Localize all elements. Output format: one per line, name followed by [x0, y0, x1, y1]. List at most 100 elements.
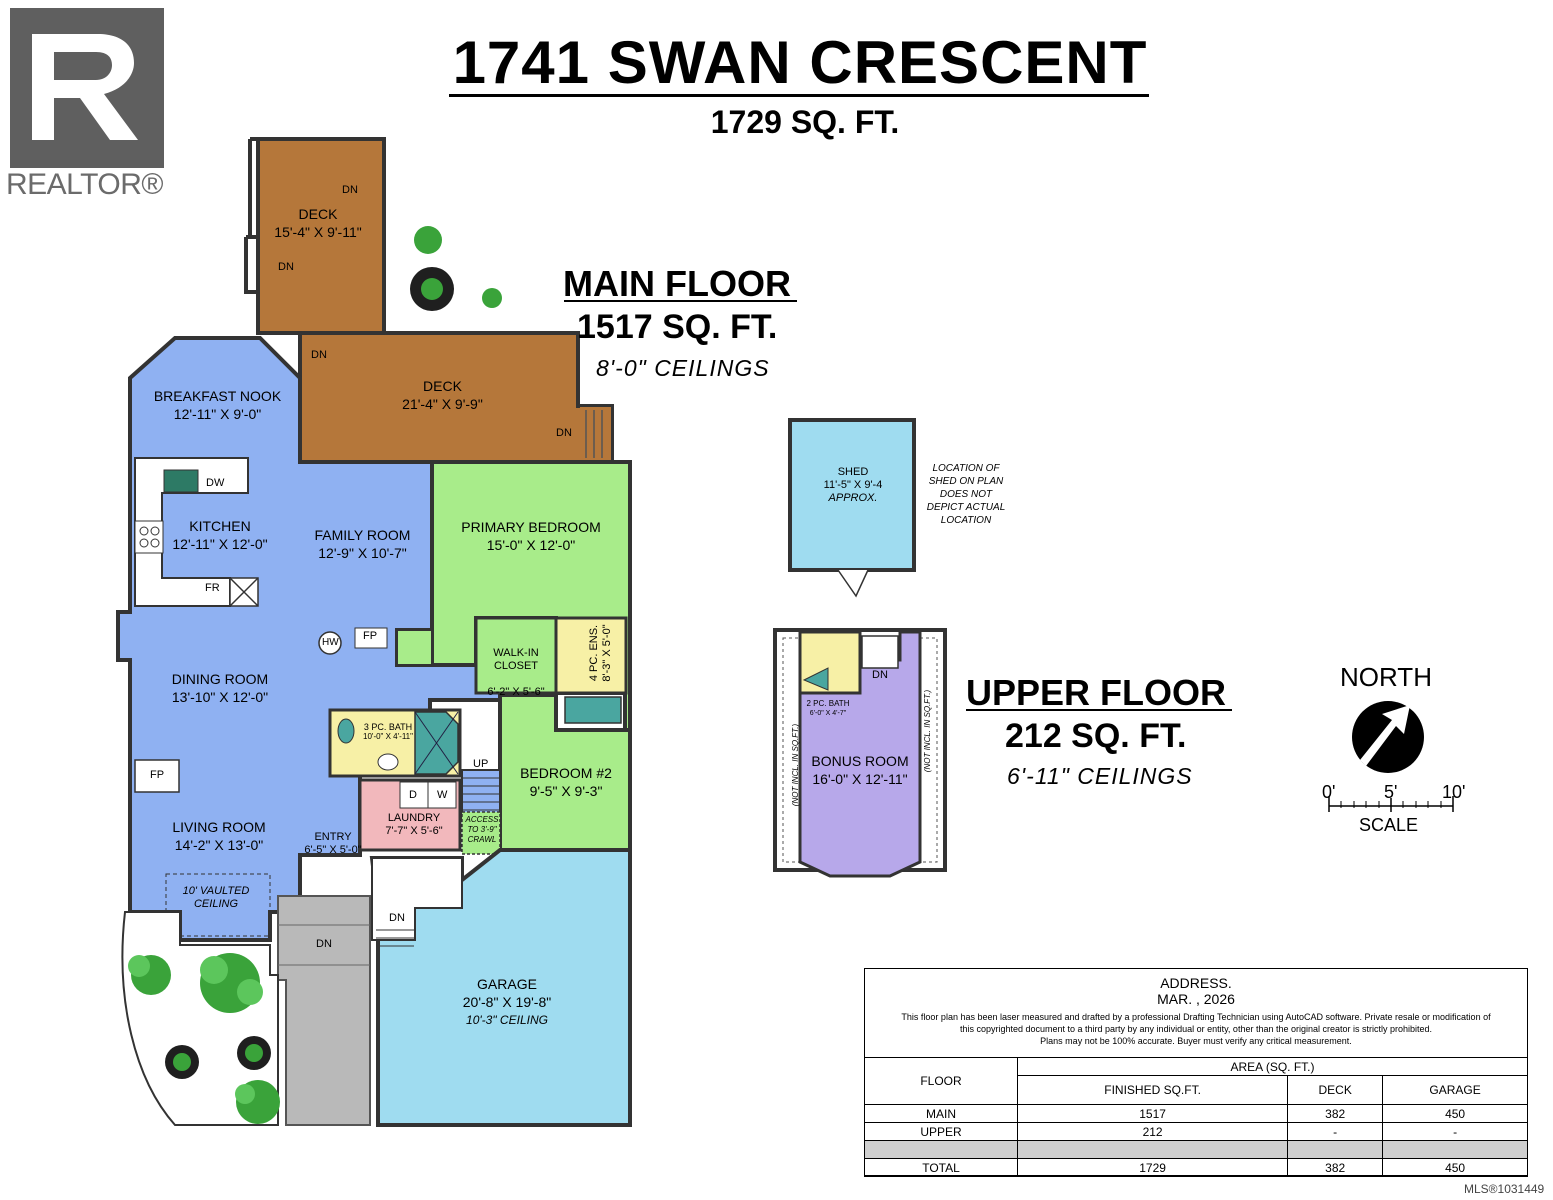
scale-tick-0: 0' [1322, 782, 1336, 802]
north-compass-icon [1352, 701, 1424, 773]
room-name: 3 PC. BATH [363, 722, 413, 732]
info-disclaimer-3: Plans may not be 100% accurate. Buyer mu… [1040, 1036, 1352, 1046]
table-cell: TOTAL [864, 1158, 1018, 1177]
fp-label: FP [363, 630, 378, 642]
room-name: DINING ROOM [171, 671, 269, 687]
bath-2pc-shape [798, 630, 862, 695]
room-size: 15'-4" X 9'-11" [274, 224, 362, 240]
dn-label: DN [389, 912, 405, 924]
table-cell: MAIN [864, 1104, 1018, 1123]
table-cell [1382, 1140, 1528, 1159]
room-size: 16'-0" X 12'-11" [812, 771, 908, 787]
main-floor-area: 1517 SQ. FT. [577, 308, 778, 346]
dn-label: DN [872, 669, 888, 681]
room-name: FAMILY ROOM [314, 527, 411, 543]
living-room-label: LIVING ROOM 14'-2" X 13'-0" [150, 818, 288, 854]
room-size: 12'-11" X 12'-0" [172, 536, 268, 552]
room-name: LIVING ROOM [172, 819, 266, 835]
room-name: PRIMARY BEDROOM [461, 519, 601, 535]
fp-label: FP [150, 769, 165, 781]
room-size: 9'-5" X 9'-3" [529, 783, 603, 799]
floor-header-cell: FLOOR [864, 1057, 1018, 1105]
hw-label: HW [322, 637, 339, 648]
room-name: WALK-IN CLOSET [493, 647, 539, 672]
table-row: FINISHED SQ.FT. DECK GARAGE [865, 1075, 1528, 1105]
laundry-label: LAUNDRY 7'-7" X 5'-6" [372, 812, 456, 838]
walk-in-closet-label: WALK-IN CLOSET 6'-2" X 5'-6" [478, 634, 554, 712]
bath-3pc-label: 3 PC. BATH 10'-0" X 4'-11" [356, 722, 420, 742]
up-label: UP [473, 758, 489, 770]
walkway-shape [277, 895, 371, 1126]
table-row-total: TOTAL 1729 382 450 [864, 1158, 1528, 1177]
group-header-cell: AREA (SQ. FT.) [1017, 1057, 1528, 1076]
table-cell: 382 [1287, 1158, 1384, 1177]
total-area-subtitle: 1729 SQ. FT. [710, 104, 900, 140]
ensuite-label: 4 PC. ENS. 8'-3" X 5'-0" [588, 618, 614, 688]
room-size: 11'-5" X 9'-4 [823, 479, 883, 491]
table-cell: 382 [1287, 1104, 1384, 1123]
room-name: GARAGE [477, 976, 537, 992]
room-name: SHED [837, 466, 869, 478]
crawl-access-note: ACCESS TO 3'-9" CRAWL [465, 815, 499, 844]
kitchen-label: KITCHEN 12'-11" X 12'-0" [160, 517, 280, 553]
info-date: MAR. , 2026 [1157, 991, 1235, 1007]
garage-label: GARAGE 20'-8" X 19'-8" 10'-3" CEILING [432, 975, 582, 1029]
realtor-wordmark: REALTOR® [6, 168, 164, 201]
room-size: 15'-0" X 12'-0" [486, 537, 576, 553]
table-row [864, 1140, 1528, 1159]
upper-floor-area: 212 SQ. FT. [1005, 717, 1187, 755]
dn-label: DN [278, 261, 294, 273]
title-underline [449, 94, 1149, 97]
table-cell: 212 [1016, 1122, 1289, 1141]
table-row: MAIN 1517 382 450 [864, 1104, 1528, 1123]
realtor-logo-icon [10, 8, 164, 168]
fr-label: FR [205, 582, 220, 594]
scale-tick-5: 5' [1384, 782, 1398, 802]
room-size: 6'-0" X 4'-7" [809, 710, 847, 717]
upper-floor-heading: UPPER FLOOR [966, 672, 1227, 713]
room-size: 14'-2" X 13'-0" [174, 837, 264, 853]
room-size: 6'-2" X 5'-6" [487, 686, 545, 698]
scale-label: SCALE [1359, 815, 1419, 835]
dining-room-label: DINING ROOM 13'-10" X 12'-0" [150, 670, 290, 706]
dn-label: DN [556, 427, 572, 439]
not-included-note-right: (NOT INCL. IN SQ.FT.) [923, 689, 932, 773]
table-cell: - [1382, 1122, 1528, 1141]
shed-label: SHED 11'-5" X 9'-4 APPROX. [800, 466, 906, 505]
column-header-cell: DECK [1287, 1075, 1384, 1105]
dn-label: DN [311, 349, 327, 361]
info-address: ADDRESS. [1160, 975, 1232, 991]
room-size: 10'-0" X 4'-11" [363, 732, 413, 741]
room-name: LAUNDRY [387, 812, 441, 824]
deck-upper-label: DECK 15'-4" X 9'-11" [258, 205, 378, 241]
walk-in-closet-shape [474, 616, 558, 695]
table-cell: 1729 [1016, 1158, 1289, 1177]
north-label: NORTH [1340, 662, 1432, 692]
deck-lower-label: DECK 21'-4" X 9'-9" [370, 377, 515, 413]
room-size: 6'-5" X 5'-0" [304, 844, 362, 856]
table-cell [864, 1140, 1018, 1159]
room-size: 12'-9" X 10'-7" [318, 545, 407, 561]
not-included-note-left: (NOT INCL. IN SQ.FT.) [791, 723, 800, 807]
bedroom-2-label: BEDROOM #2 9'-5" X 9'-3" [510, 764, 622, 800]
room-size: 12'-11" X 9'-0" [173, 406, 262, 422]
scale-tick-10: 10' [1442, 782, 1466, 802]
room-name: KITCHEN [189, 518, 251, 534]
vaulted-ceiling-note: 10' VAULTED CEILING [182, 885, 250, 910]
area-table: FLOOR AREA (SQ. FT.) FINISHED SQ.FT. DEC… [864, 1057, 1528, 1177]
room-name: BONUS ROOM [811, 753, 909, 769]
table-row: FLOOR AREA (SQ. FT.) [864, 1057, 1528, 1105]
room-size: 8'-3" X 5'-0" [601, 624, 613, 682]
room-name: 4 PC. ENS. [588, 624, 600, 682]
table-cell: UPPER [864, 1122, 1018, 1141]
room-note: 10'-3" CEILING [466, 1013, 548, 1027]
bonus-room-label: BONUS ROOM 16'-0" X 12'-11" [805, 752, 915, 788]
dw-label: DW [206, 477, 225, 489]
room-size: 7'-7" X 5'-6" [385, 825, 443, 837]
primary-bedroom-label: PRIMARY BEDROOM 15'-0" X 12'-0" [446, 518, 616, 554]
table-cell [1287, 1140, 1384, 1159]
table-cell: - [1287, 1122, 1384, 1141]
table-row: UPPER 212 - - [864, 1122, 1528, 1141]
info-disclaimer-2: this copyrighted document to a third par… [959, 1024, 1433, 1034]
